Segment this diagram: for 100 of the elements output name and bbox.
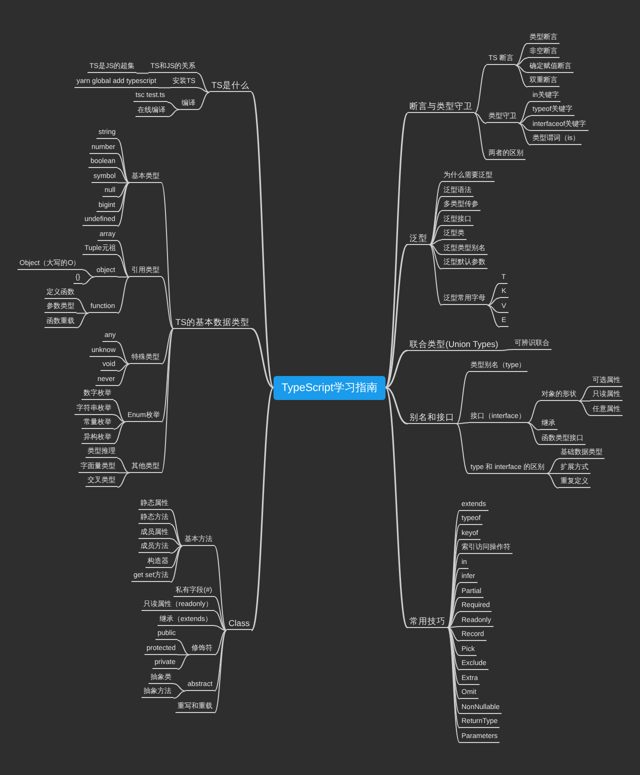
connector-line (113, 414, 126, 422)
connector-line (197, 92, 210, 110)
connector-line (173, 690, 186, 699)
connector-line (82, 269, 95, 278)
connector-line (250, 92, 274, 388)
connector-line (167, 109, 180, 118)
branch-topic: TS是什么 (210, 79, 252, 92)
connector-line (161, 328, 174, 474)
connector-line (161, 182, 174, 330)
connector-line (117, 356, 130, 364)
connector-line (167, 102, 180, 110)
connector-line (173, 683, 186, 692)
connector-line (161, 328, 174, 422)
connector-line (578, 400, 591, 416)
connector-line (546, 458, 559, 474)
connector-line (76, 298, 89, 314)
connector-line (487, 304, 500, 328)
connector-line (429, 210, 442, 246)
connector-line (170, 546, 183, 583)
connector-line (447, 627, 460, 670)
connector-line (515, 58, 528, 66)
connector-line (527, 422, 540, 445)
connector-line (456, 423, 469, 474)
connector-line (250, 387, 274, 631)
connector-line (385, 350, 408, 388)
connector-line (214, 625, 227, 631)
connector-line (117, 472, 130, 488)
connector-line (197, 72, 210, 93)
connector-line (384, 113, 408, 388)
connector-line (384, 387, 408, 628)
connector-line (117, 138, 130, 184)
connector-line (447, 612, 460, 628)
connector-line (76, 312, 89, 314)
connector-line (113, 422, 126, 444)
branch-topic: 常用技巧 (408, 614, 448, 628)
connector-line (429, 244, 442, 306)
branch-topic: 泛型 (408, 232, 430, 245)
connector-line (578, 400, 591, 402)
connector-line (456, 422, 469, 424)
connector-line (527, 422, 540, 430)
connector-line (515, 64, 528, 73)
connector-line (177, 640, 190, 656)
connector-line (161, 328, 174, 364)
branch-topic: 联合类型(Union Types) (408, 338, 500, 350)
connector-line (76, 312, 89, 328)
branch-topic: 断言与类型守卫 (408, 100, 474, 114)
connector-line (117, 364, 130, 372)
connector-line (117, 472, 130, 474)
connector-line (214, 546, 227, 631)
connector-line (177, 654, 190, 670)
connector-line (136, 72, 149, 74)
connector-line (170, 509, 183, 546)
connector-line (113, 422, 126, 430)
connector-line (170, 538, 183, 546)
connector-line (117, 276, 130, 314)
connector-line (170, 546, 183, 554)
connector-line (447, 627, 460, 700)
connector-line (487, 298, 500, 306)
connector-line (518, 122, 531, 131)
connector-line (515, 64, 528, 88)
connector-line (170, 546, 183, 568)
connector-line (429, 196, 442, 246)
connector-line (113, 400, 126, 422)
connector-line (474, 64, 487, 114)
connector-line (515, 43, 528, 66)
branch-topic: TS的基本数据类型 (174, 316, 252, 329)
connector-line (117, 364, 130, 386)
connector-line (117, 254, 130, 278)
connector-line (214, 596, 227, 631)
connector-line (251, 328, 274, 388)
connector-line (500, 349, 513, 351)
connector-line (518, 116, 531, 124)
connector-line (518, 122, 531, 146)
connector-line (82, 276, 95, 285)
connector-line (456, 372, 469, 424)
connector-line (214, 630, 227, 656)
connector-line (487, 283, 500, 306)
connector-line (117, 342, 130, 364)
connector-line (429, 244, 442, 270)
connector-line (158, 87, 171, 88)
central-topic: TypeScript学习指南 (274, 376, 386, 400)
connector-line (578, 386, 591, 402)
connector-line (117, 182, 130, 198)
branch-topic: 别名和接口 (408, 410, 456, 424)
connector-line (117, 276, 130, 278)
connector-line (170, 524, 183, 546)
connector-line (117, 168, 130, 184)
connector-line (117, 182, 130, 184)
connector-line (527, 400, 540, 424)
connector-line (546, 473, 559, 488)
connector-line (474, 112, 487, 124)
connector-line (117, 182, 130, 227)
connector-line (429, 240, 442, 246)
connector-line (429, 244, 442, 255)
connector-line (214, 630, 227, 692)
connector-line (546, 473, 559, 474)
connector-line (384, 244, 408, 388)
branch-topic: Class (226, 617, 252, 630)
connector-line (117, 458, 130, 474)
connector-line (447, 627, 460, 642)
